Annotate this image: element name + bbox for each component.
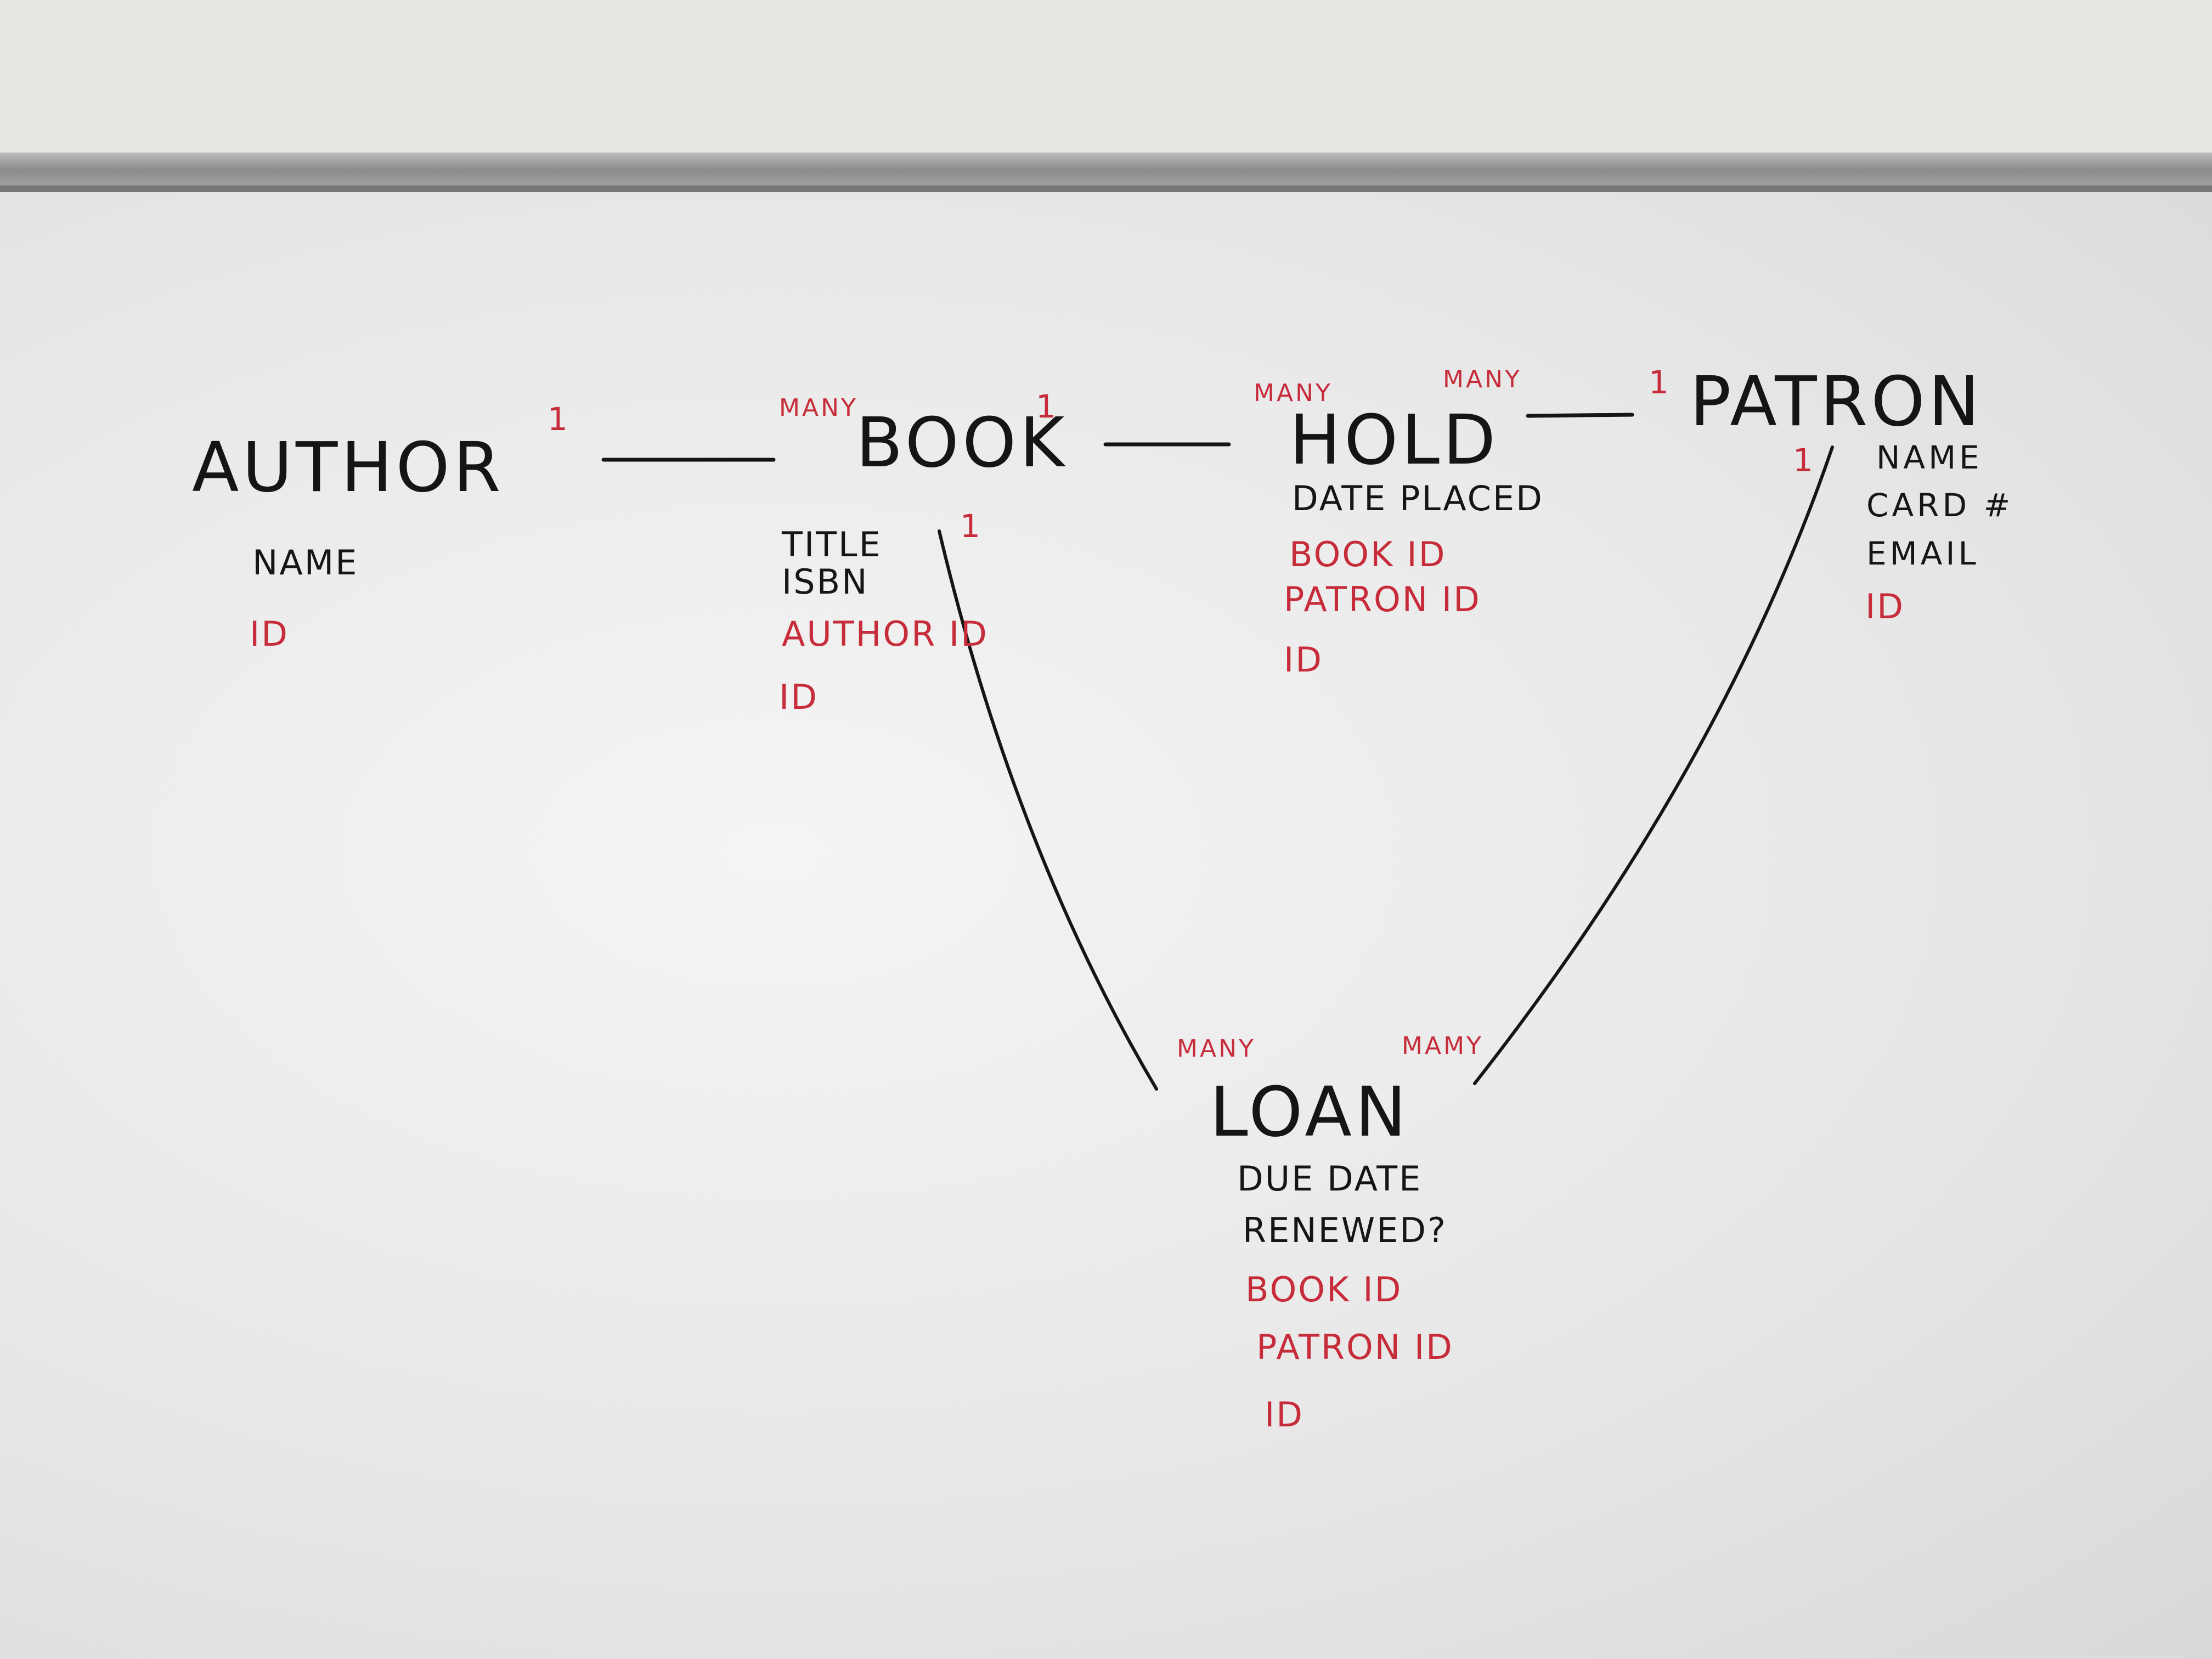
entity-hold-title: HOLD bbox=[1289, 400, 1499, 480]
entity-author-title: AUTHOR bbox=[192, 428, 504, 507]
entity-book-title: BOOK bbox=[856, 403, 1068, 483]
book-field-title: TITLE bbox=[782, 524, 882, 565]
author-key-id: ID bbox=[250, 614, 290, 654]
patron-field-card-number: CARD # bbox=[1866, 487, 2014, 524]
book-key-id: ID bbox=[779, 677, 819, 717]
book-field-isbn: ISBN bbox=[782, 562, 869, 602]
hold-key-id: ID bbox=[1284, 640, 1324, 680]
hold-key-patron-id: PATRON ID bbox=[1284, 579, 1481, 619]
book-loan-cardinality-book: 1 bbox=[960, 507, 980, 545]
book-hold-cardinality-book: 1 bbox=[1036, 388, 1056, 425]
loan-key-book-id: BOOK ID bbox=[1245, 1269, 1403, 1310]
entity-patron-title: PATRON bbox=[1690, 362, 1983, 442]
patron-field-email: EMAIL bbox=[1866, 535, 1979, 572]
hold-field-date-placed: DATE PLACED bbox=[1292, 478, 1544, 518]
entity-loan-title: LOAN bbox=[1210, 1073, 1410, 1152]
hold-patron-cardinality-patron: 1 bbox=[1649, 364, 1669, 401]
book-hold-cardinality-hold: MANY bbox=[1254, 379, 1333, 407]
whiteboard-rail bbox=[0, 153, 2212, 191]
loan-key-patron-id: PATRON ID bbox=[1256, 1327, 1454, 1367]
author-book-cardinality-book: MANY bbox=[779, 394, 858, 422]
whiteboard-rail-edge bbox=[0, 185, 2212, 193]
hold-key-book-id: BOOK ID bbox=[1289, 534, 1447, 574]
patron-loan-cardinality-patron: 1 bbox=[1793, 442, 1813, 479]
wall bbox=[0, 0, 2212, 156]
loan-key-id: ID bbox=[1265, 1395, 1305, 1435]
author-field-name: NAME bbox=[252, 543, 359, 583]
loan-field-renewed: RENEWED? bbox=[1243, 1210, 1447, 1250]
patron-key-id: ID bbox=[1865, 586, 1905, 627]
book-key-author-id: AUTHOR ID bbox=[782, 614, 989, 654]
patron-field-name: NAME bbox=[1876, 439, 1983, 476]
loan-field-due-date: DUE DATE bbox=[1237, 1159, 1423, 1199]
author-book-cardinality-author: 1 bbox=[548, 400, 568, 438]
hold-patron-cardinality-hold: MANY bbox=[1443, 365, 1522, 393]
book-loan-cardinality-loan: MANY bbox=[1177, 1035, 1256, 1063]
patron-loan-cardinality-loan: MAMY bbox=[1402, 1032, 1483, 1060]
